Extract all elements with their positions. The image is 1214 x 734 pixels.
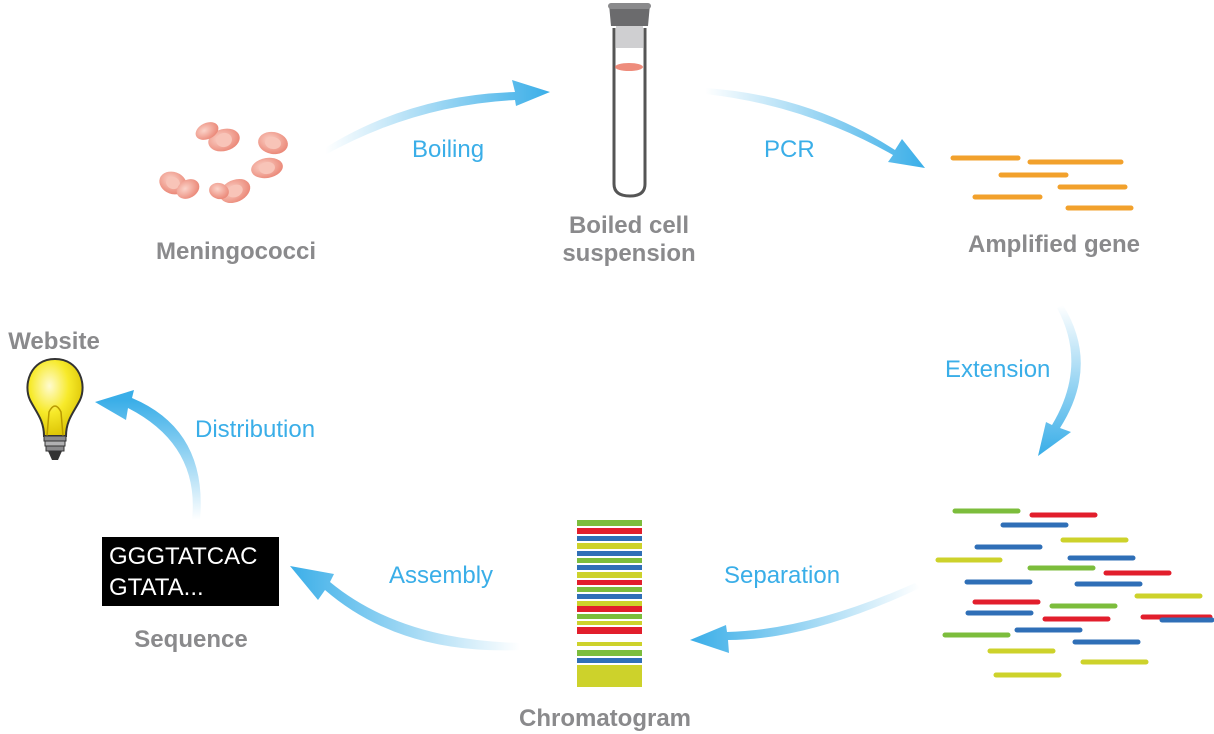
chromatogram-label: Chromatogram — [518, 705, 692, 732]
website-label: Website — [8, 328, 100, 355]
separation-step-label: Separation — [724, 562, 841, 589]
sequence-line-2: GTATA... — [109, 574, 204, 601]
distribution-arrow — [95, 390, 201, 520]
assembly-arrow — [290, 566, 520, 651]
extension-step-label: Extension — [945, 356, 1051, 383]
sequence-box: GGGTATCAC GTATA... — [102, 537, 279, 606]
meningococci-label: Meningococci — [155, 238, 317, 265]
boiled-cell-suspension-label: Boiled cell suspension — [529, 212, 729, 268]
boiling-step-label: Boiling — [412, 136, 485, 163]
boiled-cell-suspension-line-2: suspension — [562, 240, 696, 267]
sequence-line-1: GGGTATCAC — [109, 543, 258, 570]
distribution-step-label: Distribution — [195, 416, 316, 443]
extension-arrow — [1038, 305, 1081, 456]
test-tube-icon — [608, 3, 651, 198]
pcr-arrow — [705, 88, 925, 168]
chromatogram-icon — [577, 520, 642, 687]
light-bulb-icon — [26, 357, 84, 460]
boiling-arrow — [325, 80, 550, 155]
separation-arrow — [690, 583, 920, 653]
boiled-cell-suspension-line-1: Boiled cell — [568, 212, 690, 239]
assembly-step-label: Assembly — [389, 562, 494, 589]
dna-fragment-icon — [935, 508, 1214, 678]
amplified-gene-label: Amplified gene — [967, 231, 1141, 258]
sequence-label: Sequence — [134, 626, 248, 653]
gene-fragment-icon — [950, 155, 1134, 211]
pcr-step-label: PCR — [764, 136, 815, 163]
cell-icon — [159, 122, 288, 204]
